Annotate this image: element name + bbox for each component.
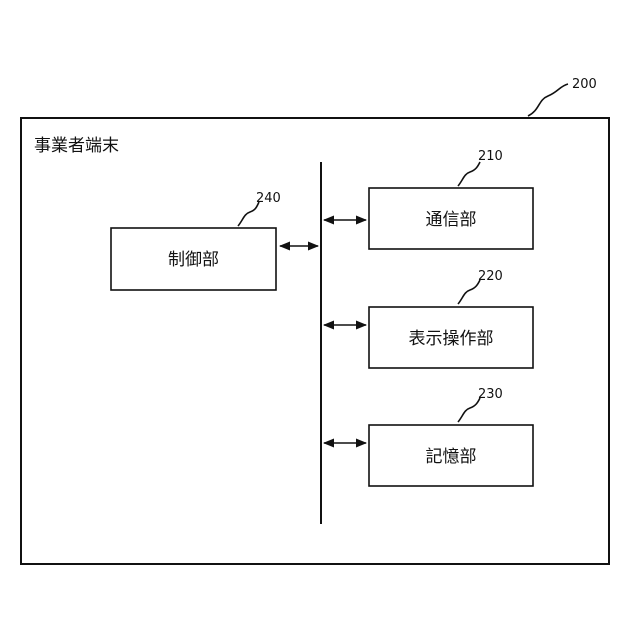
display-operation-label: 表示操作部: [409, 329, 494, 349]
ref-leader-200: [528, 84, 568, 116]
ref-label-240: 240: [256, 191, 281, 206]
communication-label: 通信部: [426, 210, 477, 230]
ref-label-210: 210: [478, 149, 503, 164]
ref-label-200: 200: [572, 77, 597, 92]
ref-label-230: 230: [478, 387, 503, 402]
ref-label-220: 220: [478, 269, 503, 284]
control-label: 制御部: [168, 250, 219, 270]
terminal-title: 事業者端末: [34, 136, 119, 156]
storage-label: 記憶部: [426, 447, 477, 467]
